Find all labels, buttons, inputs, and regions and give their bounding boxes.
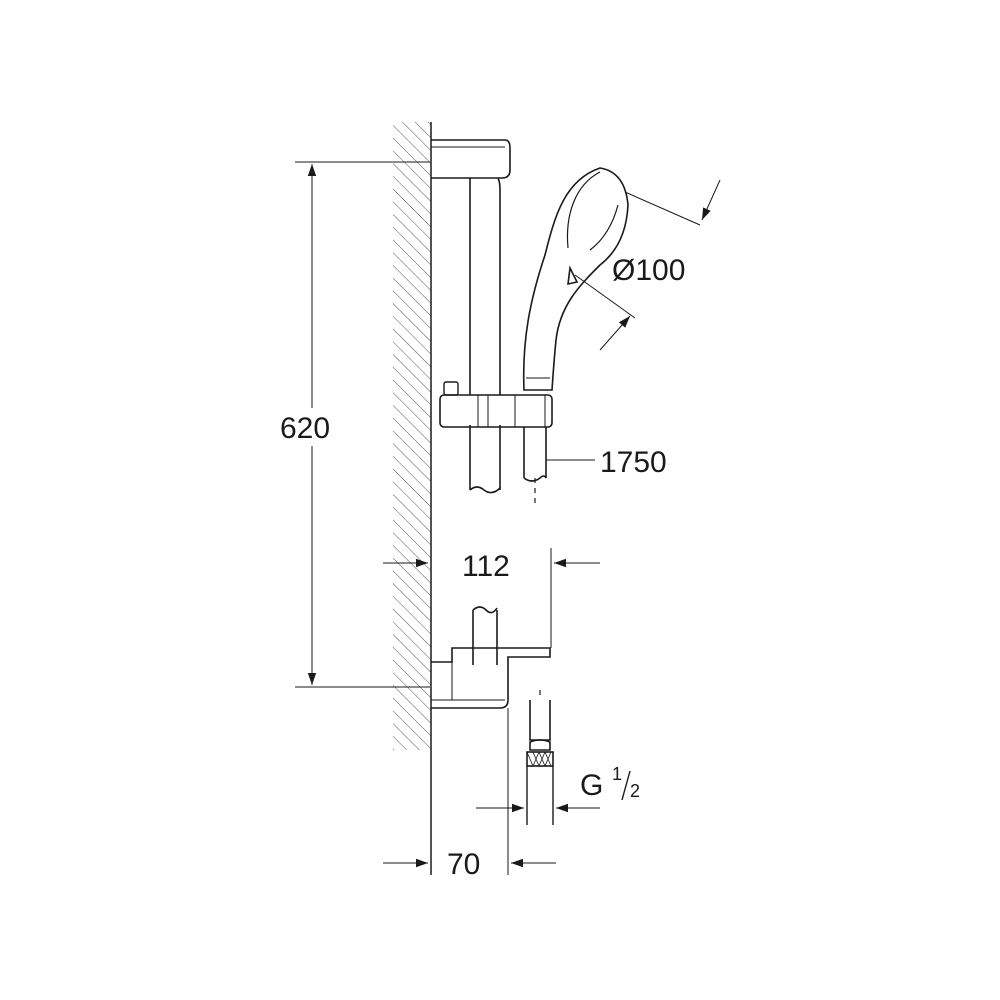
thread-label: G [580,769,603,802]
hose [523,427,554,825]
slider [439,381,553,428]
thread-fraction-denominator: 2 [630,781,640,801]
thread-g: G [580,769,603,802]
shower-rail [469,177,501,665]
hose-length-dimension: 1750 [546,446,667,479]
projection-dimension: 112 [383,548,600,648]
hand-shower [522,167,629,391]
diameter-label: Ø100 [612,254,685,287]
projection-label: 112 [462,550,510,583]
height-label: 620 [280,412,330,445]
height-dimension: 620 [280,161,430,688]
bottom-bracket [431,647,551,709]
bracket-depth-dimension: 70 [383,708,556,881]
thread-fraction-numerator: 1 [612,764,622,784]
thread-dimension: G 1 2 [476,764,640,813]
bracket-depth-label: 70 [447,848,480,881]
top-bracket [431,139,511,179]
hose-length-label: 1750 [600,446,667,479]
diameter-dimension: Ø100 [574,179,721,351]
wall [393,122,432,875]
